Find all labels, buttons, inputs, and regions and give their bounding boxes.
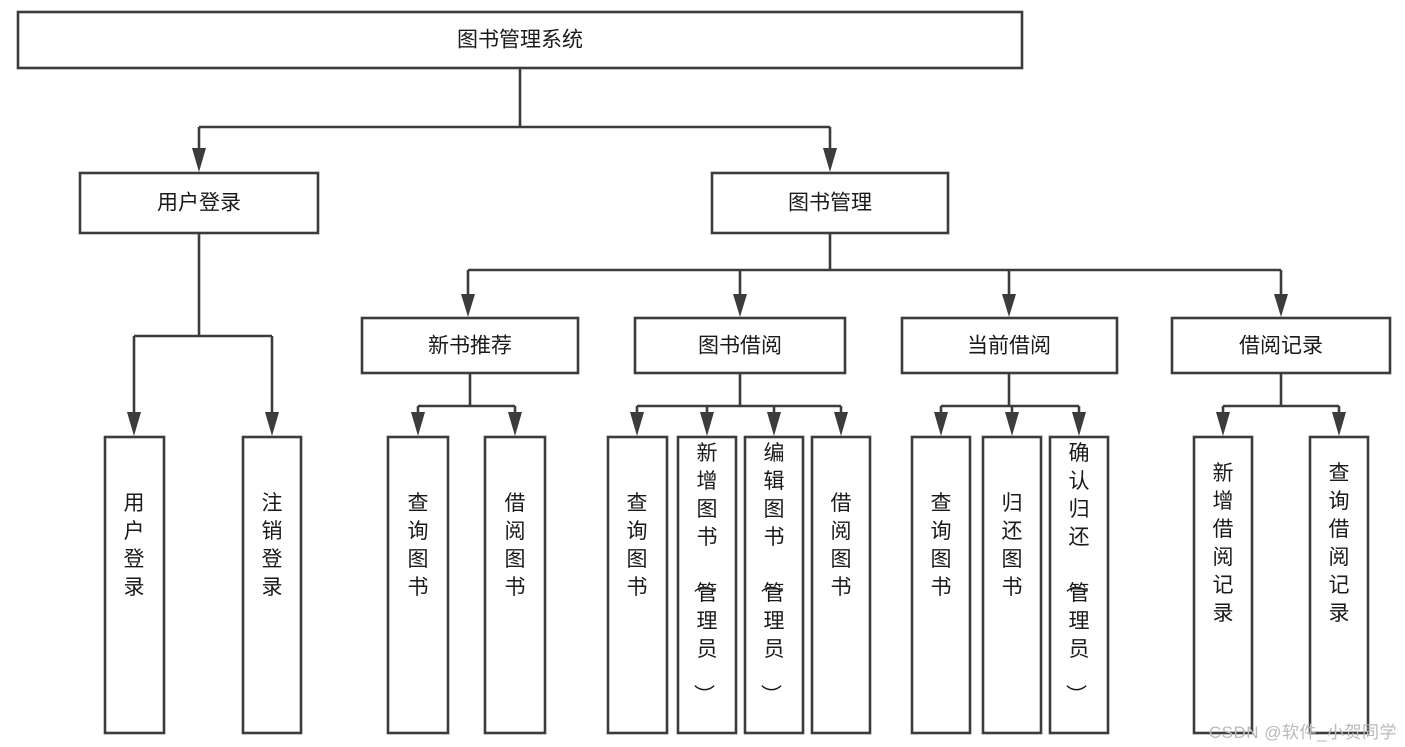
node-leaf-add-book-label: 新增图书（管理员） <box>692 442 718 705</box>
node-book-borrow-label: 图书借阅 <box>698 335 782 358</box>
node-leaf-borrow-book-1-label: 借阅图书 <box>505 492 526 599</box>
node-leaf-confirm-return[interactable]: 确认归还（管理员） <box>1048 435 1110 735</box>
node-leaf-borrow-book-2[interactable]: 借阅图书 <box>810 435 872 735</box>
node-leaf-return-book-label: 归还图书 <box>1002 492 1023 599</box>
node-new-book-rec-box[interactable] <box>360 316 580 375</box>
node-leaf-logout-label: 注销登录 <box>262 492 283 599</box>
node-leaf-user-login-label: 用户登录 <box>124 492 145 599</box>
arrow-head-book-manage <box>823 148 837 172</box>
node-book-borrow[interactable]: 图书借阅 <box>633 316 847 375</box>
node-leaf-add-book-box[interactable] <box>676 435 738 735</box>
node-book-manage[interactable]: 图书管理 <box>710 171 950 235</box>
node-leaf-borrow-book-2-box[interactable] <box>810 435 872 735</box>
arrow-head-leaf-edit-book <box>767 412 781 436</box>
node-leaf-query-book-2-label: 查询图书 <box>627 492 648 599</box>
node-leaf-query-book-3-label: 查询图书 <box>931 492 952 599</box>
node-leaf-add-record-label: 新增借阅记录 <box>1213 462 1234 625</box>
arrow-head-leaf-return-book <box>1005 412 1019 436</box>
node-leaf-logout-box[interactable] <box>241 435 303 735</box>
node-root-label: 图书管理系统 <box>457 29 583 52</box>
node-leaf-return-book-box[interactable] <box>981 435 1043 735</box>
arrow-head-leaf-confirm-return <box>1072 412 1086 436</box>
node-leaf-edit-book-label: 编辑图书（管理员） <box>759 442 785 705</box>
node-leaf-query-book-1[interactable]: 查询图书 <box>386 435 450 735</box>
arrow-head-leaf-add-book <box>700 412 714 436</box>
node-new-book-rec[interactable]: 新书推荐 <box>360 316 580 375</box>
node-current-borrow[interactable]: 当前借阅 <box>900 316 1119 375</box>
node-user-login-label: 用户登录 <box>157 192 241 215</box>
arrow-head-user-login <box>192 148 206 172</box>
arrow-head-leaf-add-record <box>1216 412 1230 436</box>
node-book-manage-box[interactable] <box>710 171 950 235</box>
node-root[interactable]: 图书管理系统 <box>16 10 1024 70</box>
node-leaf-query-record[interactable]: 查询借阅记录 <box>1308 435 1370 735</box>
node-leaf-user-login[interactable]: 用户登录 <box>103 435 166 735</box>
node-user-login[interactable]: 用户登录 <box>78 171 320 235</box>
arrow-head-current-borrow <box>1002 294 1016 317</box>
node-borrow-record-box[interactable] <box>1170 316 1392 375</box>
arrow-head-new-book-rec <box>461 294 475 317</box>
arrow-head-leaf-query-record <box>1332 412 1346 436</box>
node-borrow-record[interactable]: 借阅记录 <box>1170 316 1392 375</box>
node-leaf-edit-book[interactable]: 编辑图书（管理员） <box>743 435 805 735</box>
node-borrow-record-label: 借阅记录 <box>1239 335 1323 358</box>
node-book-manage-label: 图书管理 <box>788 192 872 215</box>
node-root-box[interactable] <box>16 10 1024 70</box>
node-leaf-user-login-box[interactable] <box>103 435 166 735</box>
node-leaf-query-record-box[interactable] <box>1308 435 1370 735</box>
node-leaf-logout[interactable]: 注销登录 <box>241 435 303 735</box>
node-current-borrow-label: 当前借阅 <box>967 335 1051 358</box>
arrow-head-leaf-user-login <box>127 412 141 436</box>
node-leaf-borrow-book-2-label: 借阅图书 <box>831 492 852 599</box>
node-leaf-query-book-2[interactable]: 查询图书 <box>606 435 669 735</box>
node-leaf-confirm-return-label: 确认归还（管理员） <box>1064 442 1090 705</box>
node-leaf-borrow-book-1[interactable]: 借阅图书 <box>483 435 547 735</box>
arrow-head-leaf-query-book-2 <box>630 412 644 436</box>
arrow-head-book-borrow <box>733 294 747 317</box>
node-leaf-borrow-book-1-box[interactable] <box>483 435 547 735</box>
arrow-head-leaf-logout <box>265 412 279 436</box>
node-leaf-query-book-3[interactable]: 查询图书 <box>910 435 972 735</box>
node-leaf-query-book-2-box[interactable] <box>606 435 669 735</box>
node-layer: 图书管理系统 用户登录 图书管理 新书推荐 图书借阅 当前 <box>16 10 1392 735</box>
node-book-borrow-box[interactable] <box>633 316 847 375</box>
node-leaf-add-book[interactable]: 新增图书（管理员） <box>676 435 738 735</box>
node-leaf-add-record[interactable]: 新增借阅记录 <box>1192 435 1254 735</box>
csdn-watermark: CSDN @软件_小贺同学 <box>1208 723 1397 742</box>
node-leaf-query-book-1-box[interactable] <box>386 435 450 735</box>
node-new-book-rec-label: 新书推荐 <box>428 335 512 358</box>
node-leaf-add-record-box[interactable] <box>1192 435 1254 735</box>
arrow-head-leaf-query-book-1 <box>411 412 425 436</box>
node-leaf-return-book[interactable]: 归还图书 <box>981 435 1043 735</box>
edge-layer <box>127 68 1346 436</box>
arrow-head-leaf-query-book-3 <box>934 412 948 436</box>
node-leaf-query-record-label: 查询借阅记录 <box>1329 462 1350 625</box>
arrow-head-borrow-record <box>1274 294 1288 317</box>
arrow-head-leaf-borrow-book-1 <box>508 412 522 436</box>
node-user-login-box[interactable] <box>78 171 320 235</box>
node-leaf-edit-book-box[interactable] <box>743 435 805 735</box>
node-current-borrow-box[interactable] <box>900 316 1119 375</box>
node-leaf-query-book-1-label: 查询图书 <box>408 492 429 599</box>
node-leaf-confirm-return-box[interactable] <box>1048 435 1110 735</box>
node-leaf-query-book-3-box[interactable] <box>910 435 972 735</box>
arrow-head-leaf-borrow-book-2 <box>834 412 848 436</box>
